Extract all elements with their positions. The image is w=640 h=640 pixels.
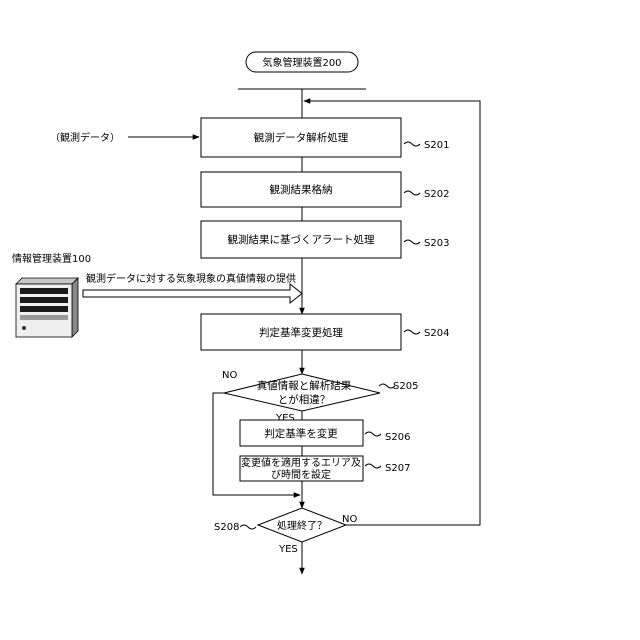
leader-s207 xyxy=(365,464,381,468)
decision-s208: 処理終了？ xyxy=(258,508,346,542)
svg-text:変更値を適用するエリア及: 変更値を適用するエリア及 xyxy=(241,456,361,469)
step-id-s202: S202 xyxy=(424,189,449,200)
svg-text:とが相違？: とが相違？ xyxy=(278,393,331,406)
step-s204: 判定基準変更処理 xyxy=(201,314,401,350)
svg-text:び時間を設定: び時間を設定 xyxy=(271,468,331,481)
svg-text:判定基準変更処理: 判定基準変更処理 xyxy=(259,326,343,339)
step-id-s208: S208 xyxy=(214,522,239,533)
leader-s202 xyxy=(404,191,420,195)
step-s206: 判定基準を変更 xyxy=(240,420,363,446)
svg-text:観測データ解析処理: 観測データ解析処理 xyxy=(254,131,349,144)
s208-yes-label: YES xyxy=(278,544,298,555)
step-s201: 観測データ解析処理 xyxy=(201,118,401,157)
transfer-label: 観測データに対する気象現象の真値情報の提供 xyxy=(86,272,296,285)
server-icon xyxy=(16,278,78,337)
start-terminal: 気象管理装置200 xyxy=(246,52,358,72)
step-id-s201: S201 xyxy=(424,140,449,151)
decision-s205: 真値情報と解析結果 とが相違？ xyxy=(224,374,380,411)
header-title: 気象管理装置200 xyxy=(262,56,341,69)
leader-s204 xyxy=(404,330,420,334)
leader-s203 xyxy=(404,240,420,244)
svg-text:観測結果に基づくアラート処理: 観測結果に基づくアラート処理 xyxy=(228,233,375,246)
svg-text:処理終了？: 処理終了？ xyxy=(277,519,327,532)
s205-no-label: NO xyxy=(222,370,237,381)
leader-s208 xyxy=(240,525,256,529)
leader-s201 xyxy=(404,142,420,146)
transfer-arrow xyxy=(83,284,302,303)
input-label: （観測データ） xyxy=(50,131,120,144)
step-s202: 観測結果格納 xyxy=(201,172,401,207)
step-id-s206: S206 xyxy=(385,432,410,443)
server-label: 情報管理装置100 xyxy=(12,252,91,265)
step-id-s203: S203 xyxy=(424,238,449,249)
svg-text:真値情報と解析結果: 真値情報と解析結果 xyxy=(257,379,352,392)
svg-text:観測結果格納: 観測結果格納 xyxy=(270,183,333,196)
step-id-s205: S205 xyxy=(393,381,418,392)
step-id-s207: S207 xyxy=(385,463,410,474)
step-s203: 観測結果に基づくアラート処理 xyxy=(201,221,401,258)
step-s207: 変更値を適用するエリア及 び時間を設定 xyxy=(240,456,363,481)
leader-s206 xyxy=(365,432,381,436)
step-id-s204: S204 xyxy=(424,328,449,339)
s208-no-label: NO xyxy=(342,514,357,525)
svg-text:判定基準を変更: 判定基準を変更 xyxy=(264,427,338,440)
